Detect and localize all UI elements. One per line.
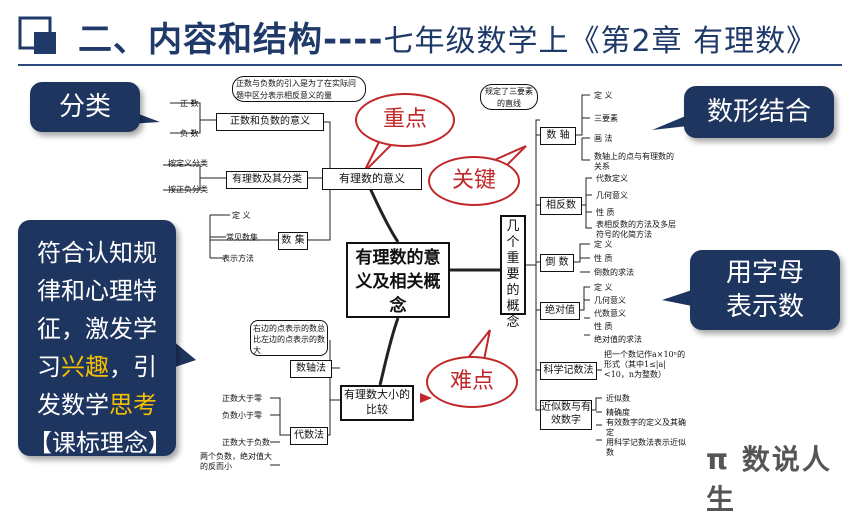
callout-curriculum: 符合认知规 律和心理特 征，激发学 习兴趣，引 发数学思考 【课标理念】 bbox=[18, 220, 176, 457]
callout-letter-line1: 用字母 bbox=[725, 258, 804, 288]
watermark: π 数说人生 bbox=[706, 443, 832, 516]
callout-left-line3: 征，激发学 bbox=[37, 315, 157, 343]
mm-ap-sig: 有效数字的定义及其确定 bbox=[606, 418, 686, 437]
mm-alg-method: 代数法 bbox=[290, 427, 328, 445]
balloon-critical: 关键 bbox=[428, 156, 520, 206]
mm-by-def: 按定义分类 bbox=[168, 159, 208, 168]
callout-left-line6: 【课标理念】 bbox=[28, 429, 172, 457]
mm-opposite: 相反数 bbox=[540, 197, 582, 215]
mm-concepts: 几个重要的概念 bbox=[500, 215, 526, 330]
mm-common-sets: 常见数集 bbox=[226, 233, 258, 242]
mm-approx: 近似数与有效数字 bbox=[540, 400, 592, 430]
mm-axis-method: 数轴法 bbox=[290, 360, 332, 378]
mm-axis-method-note: 右边的点表示的数总比左边的点表示的数大 bbox=[250, 320, 328, 356]
mm-ab-alg: 代数意义 bbox=[594, 309, 626, 318]
callout-left-line4: 习兴趣，引 bbox=[37, 353, 157, 381]
mm-op-geo: 几何意义 bbox=[596, 191, 628, 200]
callout-left-line1: 符合认知规 bbox=[37, 239, 157, 267]
mm-reciprocal: 倒 数 bbox=[540, 254, 574, 272]
mm-op-method: 表相反数的方法及多层符号的化简方法 bbox=[596, 220, 676, 239]
mm-set: 数 集 bbox=[278, 232, 308, 250]
mm-ab-prop: 性 质 bbox=[594, 322, 613, 331]
callout-classify: 分类 bbox=[30, 82, 140, 132]
callout-left-line5: 发数学思考 bbox=[37, 391, 157, 419]
mind-map-lines bbox=[163, 94, 602, 466]
mm-axis-three: 三要素 bbox=[594, 114, 618, 123]
mm-pos-neg: 正数和负数的意义 bbox=[216, 113, 324, 131]
mm-center: 有理数的意义及相关概念 bbox=[346, 242, 450, 318]
mm-positive: 正 数 bbox=[180, 99, 199, 108]
mm-am-pos: 正数大于零 bbox=[222, 394, 262, 403]
mm-sci-note: 把一个数记作a×10ⁿ的形式（其中1≤|a|<10，n为整数） bbox=[604, 350, 686, 379]
mm-axis: 数 轴 bbox=[540, 127, 576, 145]
square-logo-icon bbox=[18, 16, 56, 54]
mm-note-top: 正数与负数的引入是为了在实际问题中区分表示相反意义的量 bbox=[232, 76, 366, 102]
mm-ab-find: 绝对值的求法 bbox=[594, 335, 642, 344]
mm-ap-acc: 精确度 bbox=[606, 408, 630, 417]
callout-letter-line2: 表示数 bbox=[725, 292, 804, 322]
mm-am-neg: 负数小于零 bbox=[222, 411, 262, 420]
header-bar bbox=[0, 0, 860, 72]
mm-op-alg: 代数定义 bbox=[596, 174, 628, 183]
mm-absolute: 绝对值 bbox=[540, 302, 580, 320]
mm-rc-def: 定 义 bbox=[594, 240, 613, 249]
mm-axis-draw: 画 法 bbox=[594, 134, 613, 143]
mm-compare: 有理数大小的比较 bbox=[340, 385, 414, 421]
mm-note-axis: 规定了三要素的直线 bbox=[480, 84, 538, 110]
mm-ab-geo: 几何意义 bbox=[594, 296, 626, 305]
mm-classify: 有理数及其分类 bbox=[226, 171, 308, 189]
balloon-key-point: 重点 bbox=[355, 93, 455, 147]
mm-ap-approx: 近似数 bbox=[606, 394, 630, 403]
mm-axis-points: 数轴上的点与有理数的关系 bbox=[594, 152, 674, 171]
mm-by-sign: 按正负分类 bbox=[168, 185, 208, 194]
mm-am-two-neg: 两个负数，绝对值大的反而小 bbox=[200, 452, 272, 471]
mm-am-posneg: 正数大于负数 bbox=[222, 438, 270, 447]
header-divider bbox=[18, 64, 842, 66]
mm-ab-def: 定 义 bbox=[594, 283, 613, 292]
balloon-difficult: 难点 bbox=[426, 356, 518, 408]
mm-sci: 科学记数法 bbox=[540, 362, 597, 380]
mm-op-prop: 性 质 bbox=[596, 208, 615, 217]
page-title: 二、内容和结构----七年级数学上《第2章 有理数》 bbox=[78, 20, 818, 60]
mm-notation: 表示方法 bbox=[222, 254, 254, 263]
mm-rc-prop: 性 质 bbox=[594, 254, 613, 263]
callout-left-line2: 律和心理特 bbox=[37, 277, 157, 305]
mm-axis-def: 定 义 bbox=[594, 91, 613, 100]
callout-shape-number: 数形结合 bbox=[684, 86, 834, 138]
callout-letter-number: 用字母 表示数 bbox=[690, 250, 840, 330]
mm-set-def: 定 义 bbox=[232, 211, 251, 220]
mm-ap-sci: 用科学记数法表示近似数 bbox=[606, 438, 686, 457]
mm-rc-find: 倒数的求法 bbox=[594, 268, 634, 277]
mm-meaning: 有理数的意义 bbox=[322, 168, 422, 190]
mm-negative: 负 数 bbox=[180, 129, 199, 138]
